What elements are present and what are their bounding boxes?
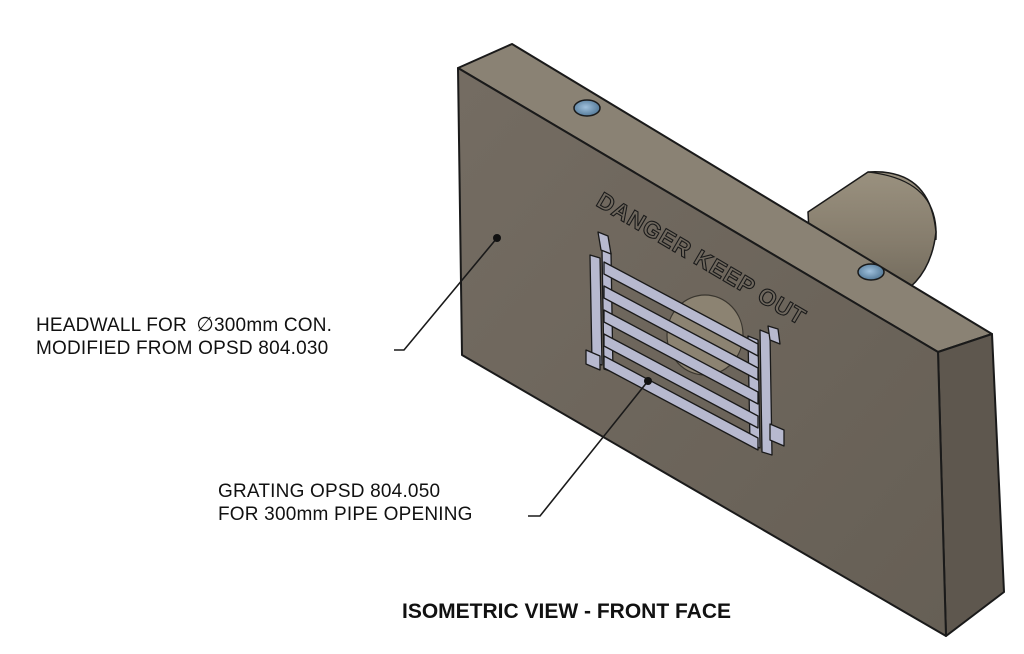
bolt-right	[857, 263, 885, 281]
view-title: ISOMETRIC VIEW - FRONT FACE	[402, 600, 731, 623]
headwall-leader-dot	[493, 234, 501, 242]
grating	[585, 231, 785, 456]
diameter-symbol: ∅	[196, 314, 215, 336]
headwall-leader-line	[394, 237, 498, 351]
headwall-side-face	[937, 333, 1005, 637]
grating-leader-dot	[644, 377, 652, 385]
headwall-label-prefix: HEADWALL FOR	[36, 315, 187, 336]
grating-leader-line	[528, 380, 649, 517]
headwall-label-suffix: 300mm CON.	[214, 315, 333, 336]
grating-callout: GRATING OPSD 804.050 FOR 300mm PIPE OPEN…	[218, 480, 473, 526]
headwall-callout-line2: MODIFIED FROM OPSD 804.030	[36, 338, 329, 359]
grating-callout-line2: FOR 300mm PIPE OPENING	[218, 504, 473, 525]
grating-callout-line1: GRATING OPSD 804.050	[218, 481, 441, 502]
headwall-callout-line1: HEADWALL FOR ∅300mm CON.	[36, 314, 332, 337]
bolt-left	[573, 99, 601, 117]
headwall-callout: HEADWALL FOR ∅300mm CON. MODIFIED FROM O…	[36, 314, 332, 360]
